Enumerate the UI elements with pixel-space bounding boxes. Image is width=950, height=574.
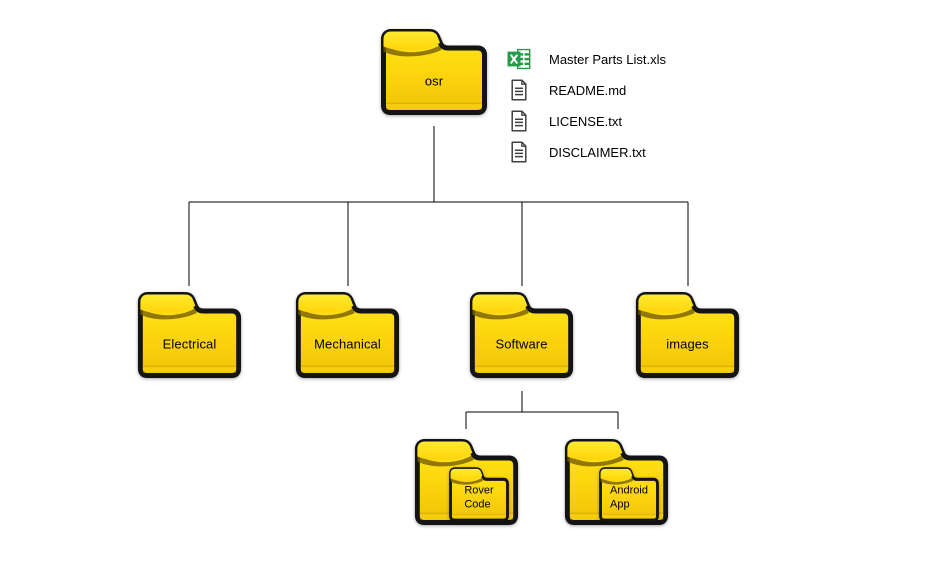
folder-icon xyxy=(468,290,575,380)
folder-software: Software xyxy=(468,290,575,380)
file-name: README.md xyxy=(549,82,627,98)
folder-osr: osr xyxy=(379,27,489,117)
folder-label: images xyxy=(666,336,709,352)
folder-images: images xyxy=(634,290,741,380)
file-row: DISCLAIMER.txt xyxy=(507,137,646,167)
document-file-icon xyxy=(507,79,531,101)
folder-rover-code: Rover Code xyxy=(413,437,520,527)
subfolder-android-app-icon: Android App xyxy=(598,466,660,523)
file-name: DISCLAIMER.txt xyxy=(549,144,646,160)
file-row: LICENSE.txt xyxy=(507,106,622,136)
document-file-icon xyxy=(507,141,531,163)
folder-android-app: Android App xyxy=(563,437,670,527)
folder-label: Mechanical xyxy=(314,336,381,352)
folder-label: Electrical xyxy=(162,336,217,352)
document-file-icon xyxy=(507,110,531,132)
folder-label: osr xyxy=(424,73,444,89)
file-row: Master Parts List.xls xyxy=(507,44,666,74)
folder-icon xyxy=(136,290,243,380)
folder-icon xyxy=(294,290,401,380)
folder-label: Rover Code xyxy=(464,484,494,511)
folder-icon xyxy=(379,27,489,117)
subfolder-rover-code-icon: Rover Code xyxy=(448,466,510,523)
folder-mechanical: Mechanical xyxy=(294,290,401,380)
excel-file-icon xyxy=(507,48,531,70)
file-row: README.md xyxy=(507,75,626,105)
folder-label: Android App xyxy=(610,484,648,511)
folder-icon xyxy=(634,290,741,380)
file-name: Master Parts List.xls xyxy=(549,51,667,67)
folder-electrical: Electrical xyxy=(136,290,243,380)
file-name: LICENSE.txt xyxy=(549,113,622,129)
folder-label: Software xyxy=(495,336,548,352)
